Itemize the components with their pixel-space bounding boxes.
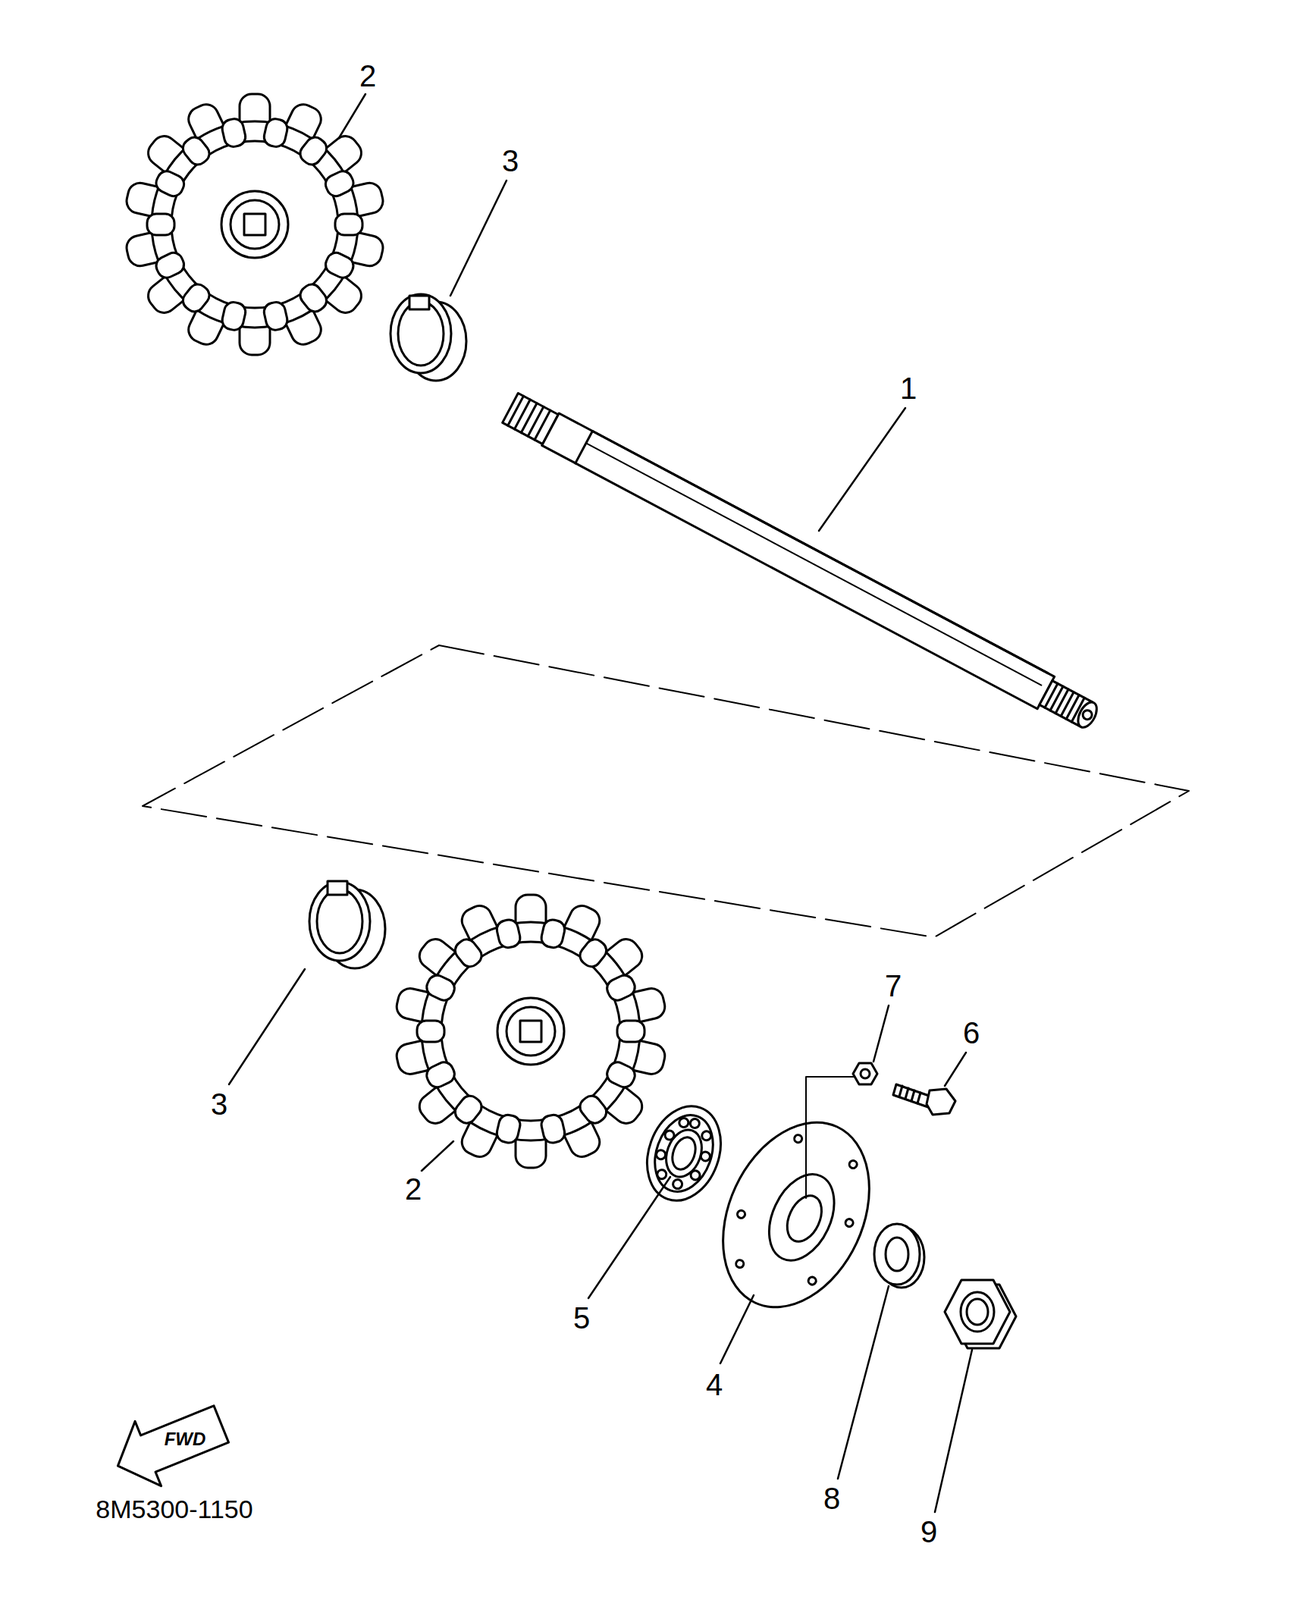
callout-number: 2: [357, 59, 379, 92]
callout-number: 3: [499, 144, 521, 177]
bearing-plate: [694, 1098, 898, 1331]
callout-number: 8: [821, 1482, 843, 1515]
hose-clamp: [390, 294, 467, 381]
callout-number: 7: [882, 969, 904, 1002]
diagram-code: 8M5300-1150: [93, 1495, 255, 1523]
nut: [853, 1063, 878, 1085]
bolt: [893, 1084, 956, 1115]
leader-line: [228, 94, 973, 1512]
washer: [874, 1223, 925, 1288]
nut-hole: [860, 1069, 870, 1079]
direction-label: FWD: [164, 1430, 207, 1449]
callout-number: 1: [897, 372, 919, 405]
callout-number: 4: [703, 1368, 725, 1401]
callout-number: 3: [208, 1088, 230, 1120]
leader-line: [806, 1076, 856, 1199]
callout-number: 9: [918, 1515, 940, 1548]
shaft: [501, 392, 1103, 735]
bearing: [634, 1095, 734, 1211]
callout-number: 6: [960, 1016, 982, 1049]
hex-nut: [944, 1279, 1017, 1349]
hose-clamp: [309, 881, 386, 969]
forward-arrow: [104, 1391, 235, 1498]
track-sprocket: [394, 894, 668, 1168]
callout-number: 5: [570, 1301, 593, 1334]
track-sprocket: [124, 94, 386, 355]
callout-number: 2: [402, 1172, 424, 1205]
